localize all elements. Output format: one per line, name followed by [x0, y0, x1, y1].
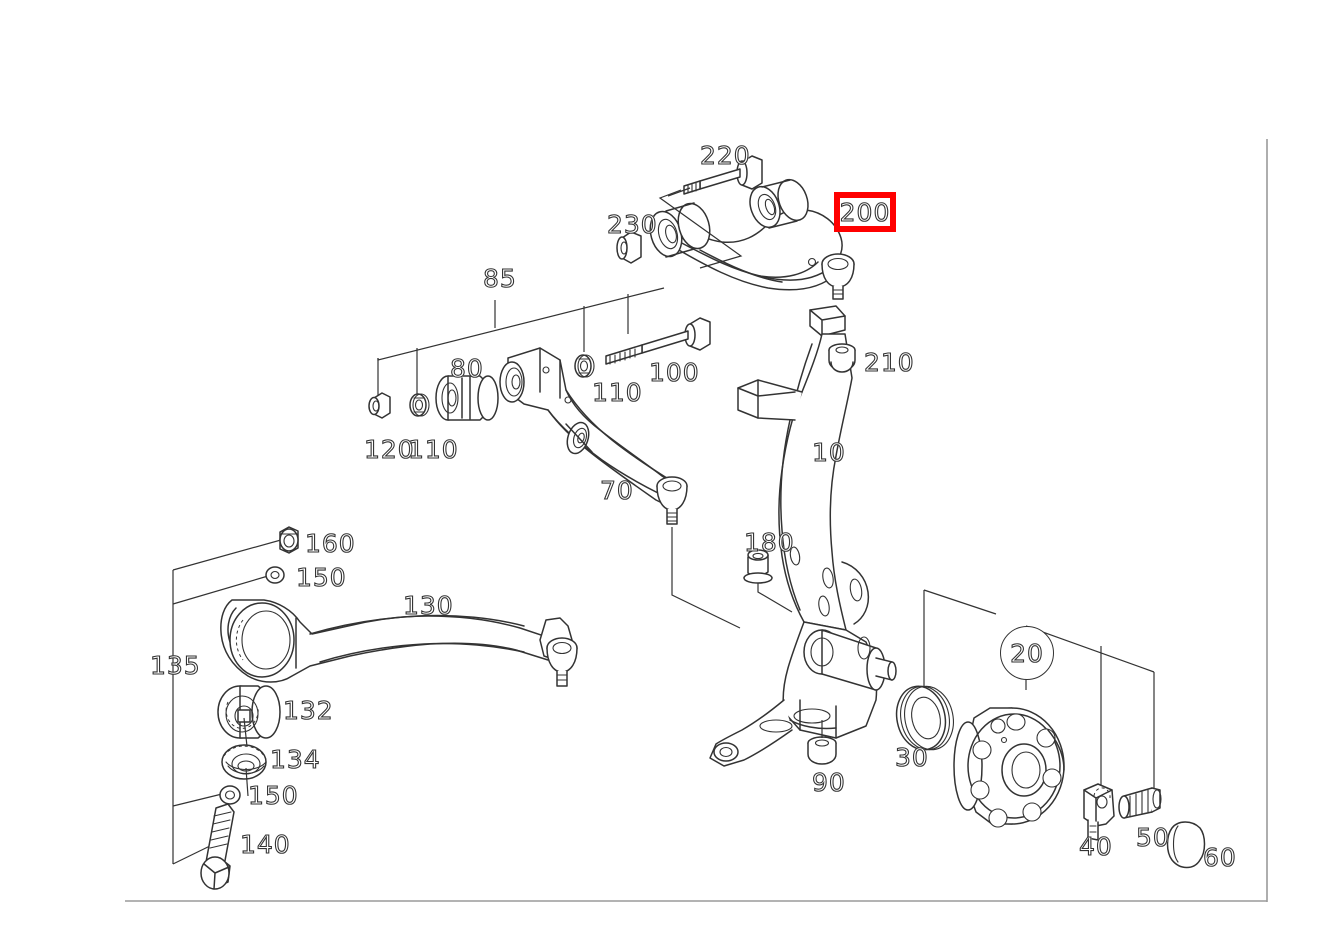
callout-135: 135: [149, 651, 201, 680]
part-140-hex-bolt: [200, 803, 235, 890]
lower-arm-ball-joint: [656, 476, 688, 525]
callout-20: 20: [1000, 626, 1054, 680]
callout-10: 10: [811, 438, 846, 467]
part-80-bushing: [435, 375, 499, 421]
callout-230: 230: [606, 210, 658, 239]
callout-210: 210: [863, 348, 915, 377]
highlight-box-part-200[interactable]: 200: [834, 192, 896, 232]
part-10-steering-knuckle: [709, 305, 897, 767]
part-220-hex-bolt: [667, 155, 763, 197]
bracket-20: [923, 589, 1155, 800]
callout-70: 70: [599, 476, 634, 505]
part-120-hex-nut: [368, 392, 391, 419]
part-50-hex-socket-bolt: [1118, 787, 1162, 819]
part-130-tension-strut: [220, 599, 578, 687]
callout-60: 60: [1202, 843, 1237, 872]
callout-30: 30: [894, 743, 929, 772]
part-90-collar-nut: [807, 720, 837, 765]
part-230-collar-nut: [616, 231, 642, 264]
strut-ball-joint: [539, 617, 578, 687]
callout-90: 90: [811, 768, 846, 797]
part-180-collar-nut: [743, 549, 793, 613]
callout-110: 110: [591, 378, 643, 407]
callout-100: 100: [648, 358, 700, 387]
callout-150: 150: [247, 781, 299, 810]
callout-110: 110: [407, 435, 459, 464]
part-100-hex-bolt: [605, 317, 711, 365]
bracket-85: [377, 287, 665, 398]
callout-130: 130: [402, 591, 454, 620]
upper-arm-ball-joint: [821, 253, 855, 300]
part-20-wheel-hub: [953, 707, 1065, 828]
upper-arm-front-bushing: [649, 202, 711, 258]
part-132-hydro-bushing: [217, 685, 281, 757]
part-200-upper-control-arm: [649, 178, 855, 300]
bracket-135: [172, 537, 289, 865]
callout-200: 200: [839, 197, 891, 227]
part-30-seal-ring: [895, 685, 954, 751]
callout-132: 132: [282, 696, 334, 725]
callout-140: 140: [239, 830, 291, 859]
part-160-collar-nut: [279, 526, 299, 554]
part-134-spring-disc: [221, 744, 267, 797]
part-70-lower-control-arm: [499, 347, 741, 629]
callout-150: 150: [295, 563, 347, 592]
part-210-collar-nut: [828, 343, 856, 373]
part-40-speed-sensor: [1083, 783, 1115, 841]
callout-80: 80: [449, 354, 484, 383]
callout-160: 160: [304, 529, 356, 558]
part-60-cap: [1166, 821, 1206, 869]
part-150-washer-lower: [219, 785, 241, 805]
leader-220: [658, 189, 743, 269]
sheet-frame: [125, 139, 1268, 902]
callout-220: 220: [699, 141, 751, 170]
callout-85: 85: [482, 264, 517, 293]
callout-134: 134: [269, 745, 321, 774]
callout-120: 120: [363, 435, 415, 464]
part-150-washer-upper: [265, 566, 285, 584]
part-110-washer-right: [574, 354, 595, 378]
callout-50: 50: [1135, 823, 1170, 852]
callout-180: 180: [743, 528, 795, 557]
callout-40: 40: [1078, 832, 1113, 861]
upper-arm-rear-bushing: [749, 178, 809, 229]
part-110-washer-left: [409, 393, 430, 417]
knuckle-spindle: [803, 629, 897, 691]
